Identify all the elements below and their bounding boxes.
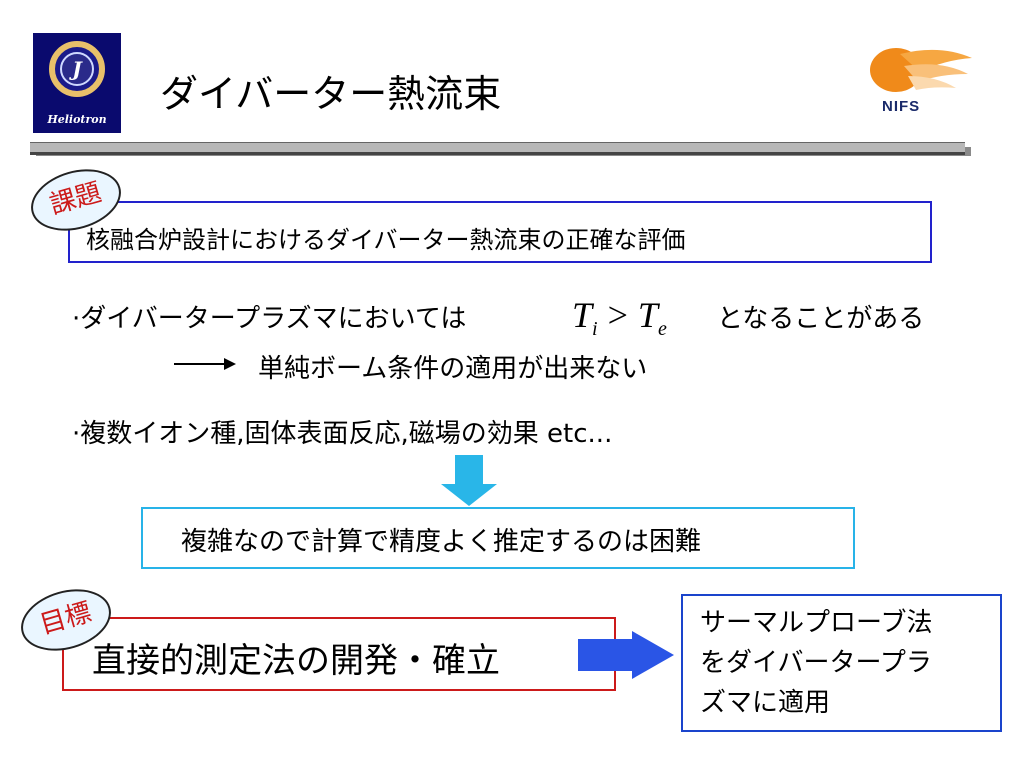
method-line: サーマルプローブ法 [700, 608, 933, 638]
conclusion-box [141, 507, 855, 569]
right-arrow-body [578, 639, 633, 671]
formula-operator: > [607, 295, 628, 335]
logo-letter: J [60, 52, 94, 86]
task-text: 核融合炉設計におけるダイバーター熱流束の正確な評価 [86, 226, 686, 254]
down-arrow-icon [441, 484, 497, 506]
formula-lhs-sub: i [592, 318, 598, 340]
nifs-logo: NIFS [860, 36, 974, 126]
logo-ring [49, 41, 105, 97]
formula-rhs-sub: e [657, 318, 667, 340]
nifs-flame-icon [870, 48, 972, 92]
temperature-formula: Ti>Te [572, 294, 667, 341]
method-box [681, 594, 1002, 732]
target-text: 直接的測定法の開発・確立 [92, 641, 500, 681]
bullet-1-tail: となることがある [717, 304, 925, 334]
method-line: をダイバータープラ [700, 648, 932, 678]
slide-title: ダイバーター熱流束 [160, 72, 502, 116]
formula-lhs: T [572, 295, 593, 335]
formula-rhs: T [637, 295, 658, 335]
implies-arrow-line [174, 363, 226, 365]
bullet-1-lead: ·ダイバータープラズマにおいては [72, 304, 467, 334]
right-arrow-icon [632, 631, 674, 679]
method-line: ズマに適用 [700, 688, 831, 718]
bullet-1-consequence: 単純ボーム条件の適用が出来ない [258, 354, 648, 384]
nifs-text: NIFS [882, 98, 921, 115]
bullet-2: ·複数イオン種,固体表面反応,磁場の効果 etc... [72, 419, 613, 449]
conclusion-text: 複雑なので計算で精度よく推定するのは困難 [181, 527, 702, 557]
implies-arrow-icon [224, 358, 236, 370]
heliotron-logo: J Heliotron [33, 33, 121, 133]
target-box [62, 617, 616, 691]
task-box [68, 201, 932, 263]
down-arrow-stem [455, 455, 483, 485]
method-text: サーマルプローブ法 をダイバータープラ ズマに適用 [700, 603, 932, 723]
logo-caption: Heliotron [47, 113, 107, 126]
title-rule [30, 142, 965, 155]
